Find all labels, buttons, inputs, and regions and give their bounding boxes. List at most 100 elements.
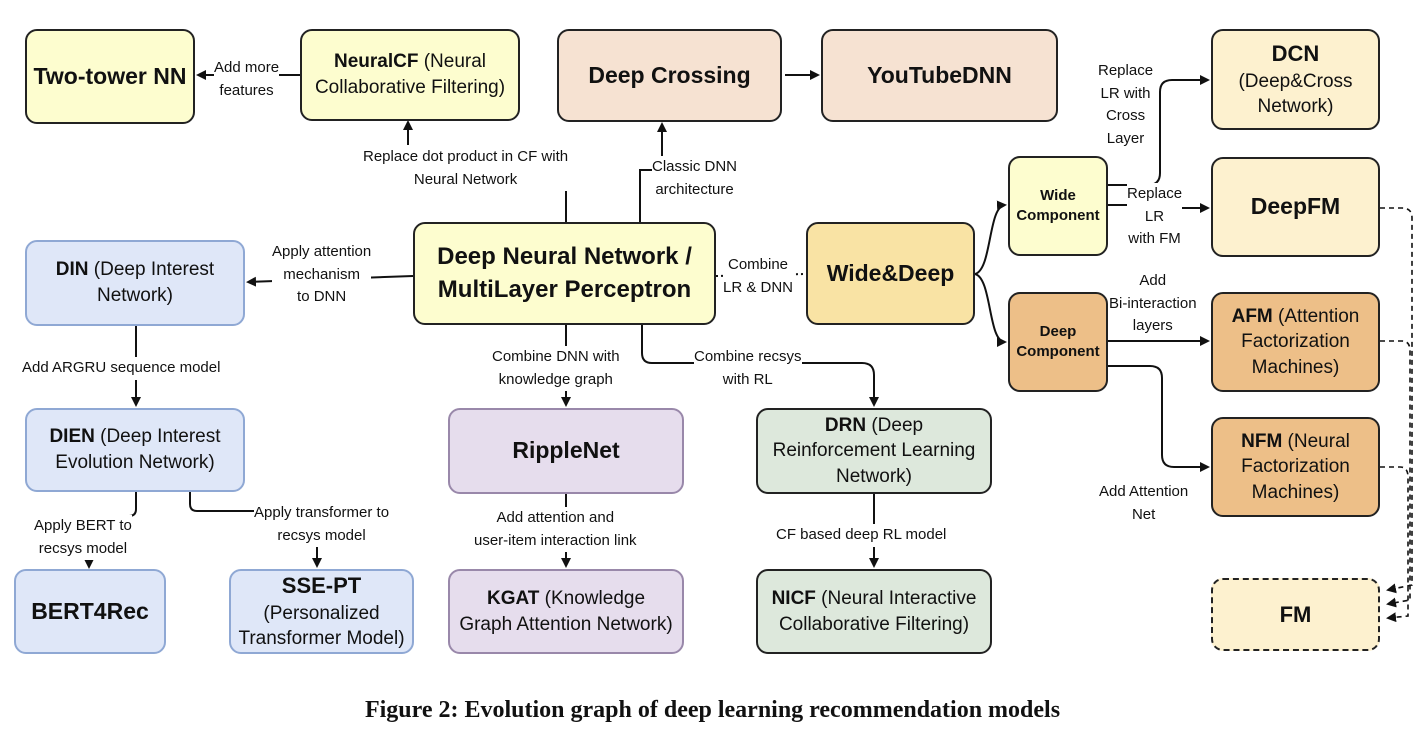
edge-deep-component-to-nfm xyxy=(1108,365,1210,472)
label-add-more-features: Add more features xyxy=(214,57,280,102)
node-dcn: DCN (Deep&Cross Network) xyxy=(1211,29,1380,130)
label-apply-attention: Apply attention mechanism to DNN xyxy=(272,241,372,309)
fm-title: FM xyxy=(1279,601,1312,627)
neuralcf-sub1: (Neural xyxy=(418,51,487,73)
wide-component-line1: Wide xyxy=(1040,186,1076,204)
node-deepfm: DeepFM xyxy=(1211,157,1380,257)
edge-deepfm-to-fm xyxy=(1380,207,1413,594)
label-apply-transformer-l2: recsys model xyxy=(277,526,366,544)
afm-sub1: (Attention xyxy=(1272,305,1360,327)
label-replace-lr-cross: Replace LR with Cross Layer xyxy=(1098,60,1154,150)
node-drn: DRN (Deep Reinforcement Learning Network… xyxy=(756,408,992,494)
node-ripplenet: RippleNet xyxy=(448,408,684,494)
drn-sub1: (Deep xyxy=(866,414,924,436)
label-replace-lr-fm-l1: Replace xyxy=(1127,185,1183,202)
label-add-argru: Add ARGRU sequence model xyxy=(22,357,221,380)
label-classic-dnn: Classic DNN architecture xyxy=(652,156,738,201)
kgat-title: KGAT xyxy=(486,587,540,609)
youtubednn-title: YouTubeDNN xyxy=(867,61,1012,88)
deep-component-line1: Deep xyxy=(1039,322,1077,340)
afm-sub3: Machines) xyxy=(1251,356,1340,378)
node-deep-crossing: Deep Crossing xyxy=(557,29,782,122)
label-add-attention-link-l1: Add attention and xyxy=(496,509,615,526)
deepfm-title: DeepFM xyxy=(1250,193,1341,220)
label-replace-dot-product-l1: Replace dot product in CF with xyxy=(363,148,569,165)
kgat-sub1: (Knowledge xyxy=(539,587,646,609)
nfm-sub2: Factorization xyxy=(1241,456,1350,478)
node-bert4rec: BERT4Rec xyxy=(14,569,166,654)
label-add-attention-link-l2: user-item interaction link xyxy=(474,531,637,549)
edge-wide-deep-to-wide-component xyxy=(974,200,1007,275)
label-combine-kg-l2: knowledge graph xyxy=(498,370,613,388)
sse-pt-sub2: Transformer Model) xyxy=(238,628,405,650)
kgat-sub2: Graph Attention Network) xyxy=(459,613,673,635)
node-deep-component: Deep Component xyxy=(1008,292,1108,392)
label-replace-lr-fm-l3: with FM xyxy=(1128,230,1181,247)
edge-nfm-to-fm xyxy=(1380,466,1409,623)
nfm-sub3: Machines) xyxy=(1251,481,1340,503)
label-combine-rl-l1: Combine recsys xyxy=(694,348,802,365)
node-neuralcf: NeuralCF (Neural Collaborative Filtering… xyxy=(300,29,520,121)
label-cf-deep-rl: CF based deep RL model xyxy=(776,524,947,547)
label-replace-lr-fm: Replace LR with FM xyxy=(1127,183,1183,251)
bert4rec-title: BERT4Rec xyxy=(31,597,149,624)
nfm-sub1: (Neural xyxy=(1282,430,1350,452)
node-kgat: KGAT (Knowledge Graph Attention Network) xyxy=(448,569,684,654)
label-apply-bert: Apply BERT to recsys model xyxy=(34,515,132,560)
label-add-attention-link: Add attention and user-item interaction … xyxy=(474,507,637,552)
label-combine-rl: Combine recsys with RL xyxy=(694,346,802,391)
node-nicf: NICF (Neural Interactive Collaborative F… xyxy=(756,569,992,654)
label-apply-attention-l1: Apply attention xyxy=(272,243,372,260)
label-replace-lr-fm-l2: LR xyxy=(1144,207,1165,225)
label-replace-lr-cross-l1: Replace xyxy=(1098,62,1154,79)
nicf-title: NICF xyxy=(771,587,816,609)
label-add-attention-net-l1: Add Attention xyxy=(1099,483,1189,500)
drn-title: DRN xyxy=(824,414,867,436)
edge-dnn-to-neuralcf xyxy=(408,122,567,222)
label-add-biinteraction-l1: Add xyxy=(1139,272,1167,289)
label-replace-dot-product: Replace dot product in CF with Neural Ne… xyxy=(363,146,569,191)
node-wide-deep: Wide&Deep xyxy=(806,222,975,325)
label-classic-dnn-l2: architecture xyxy=(655,180,734,198)
label-replace-dot-product-l2: Neural Network xyxy=(413,170,518,188)
figure-caption: Figure 2: Evolution graph of deep learni… xyxy=(364,697,1061,723)
ripplenet-title: RippleNet xyxy=(512,437,620,464)
label-apply-attention-l2: mechanism xyxy=(283,265,360,283)
label-add-biinteraction-l2: Bi-interaction xyxy=(1109,294,1197,312)
afm-title: AFM xyxy=(1231,305,1273,327)
sse-pt-title: SSE-PT xyxy=(281,573,362,599)
deep-crossing-title: Deep Crossing xyxy=(588,61,751,88)
node-sse-pt: SSE-PT (Personalized Transformer Model) xyxy=(229,569,414,654)
nicf-sub1: (Neural Interactive xyxy=(815,587,977,609)
wide-component-line2: Component xyxy=(1016,207,1100,224)
dien-sub2: Evolution Network) xyxy=(55,452,215,473)
drn-sub2: Reinforcement Learning xyxy=(772,440,976,462)
edge-dnn-to-deep-crossing xyxy=(639,122,667,222)
wide-deep-title: Wide&Deep xyxy=(826,259,955,286)
node-din: DIN (Deep Interest Network) xyxy=(25,240,245,326)
label-apply-bert-l2: recsys model xyxy=(38,539,128,557)
dnn-line2: MultiLayer Perceptron xyxy=(437,275,692,303)
label-add-argru-l1: Add ARGRU sequence model xyxy=(22,359,221,376)
edge-afm-to-fm xyxy=(1380,340,1411,608)
dien-sub1: (Deep Interest xyxy=(94,426,221,448)
label-replace-lr-cross-l2: LR with xyxy=(1100,84,1151,102)
label-apply-transformer: Apply transformer to recsys model xyxy=(254,502,390,547)
node-youtubednn: YouTubeDNN xyxy=(821,29,1058,122)
label-cf-deep-rl-l1: CF based deep RL model xyxy=(776,526,947,543)
din-title: DIN xyxy=(55,259,89,281)
label-add-biinteraction: Add Bi-interaction layers xyxy=(1109,270,1197,338)
din-sub2: Network) xyxy=(96,285,173,306)
dcn-sub1: (Deep&Cross xyxy=(1238,70,1353,92)
label-combine-kg: Combine DNN with knowledge graph xyxy=(492,346,620,391)
edge-wide-deep-to-deep-component xyxy=(974,273,1007,347)
label-apply-attention-l3: to DNN xyxy=(297,288,347,305)
label-replace-lr-cross-l3: Cross xyxy=(1105,107,1146,124)
node-wide-component: Wide Component xyxy=(1008,156,1108,256)
sse-pt-sub1: (Personalized xyxy=(263,602,380,624)
nicf-sub2: Collaborative Filtering) xyxy=(778,613,970,635)
label-combine-lr-dnn-l2: LR & DNN xyxy=(723,278,794,296)
label-combine-lr-dnn: Combine LR & DNN xyxy=(723,254,794,299)
label-combine-lr-dnn-l1: Combine xyxy=(727,256,789,273)
dcn-title: DCN xyxy=(1271,41,1320,67)
